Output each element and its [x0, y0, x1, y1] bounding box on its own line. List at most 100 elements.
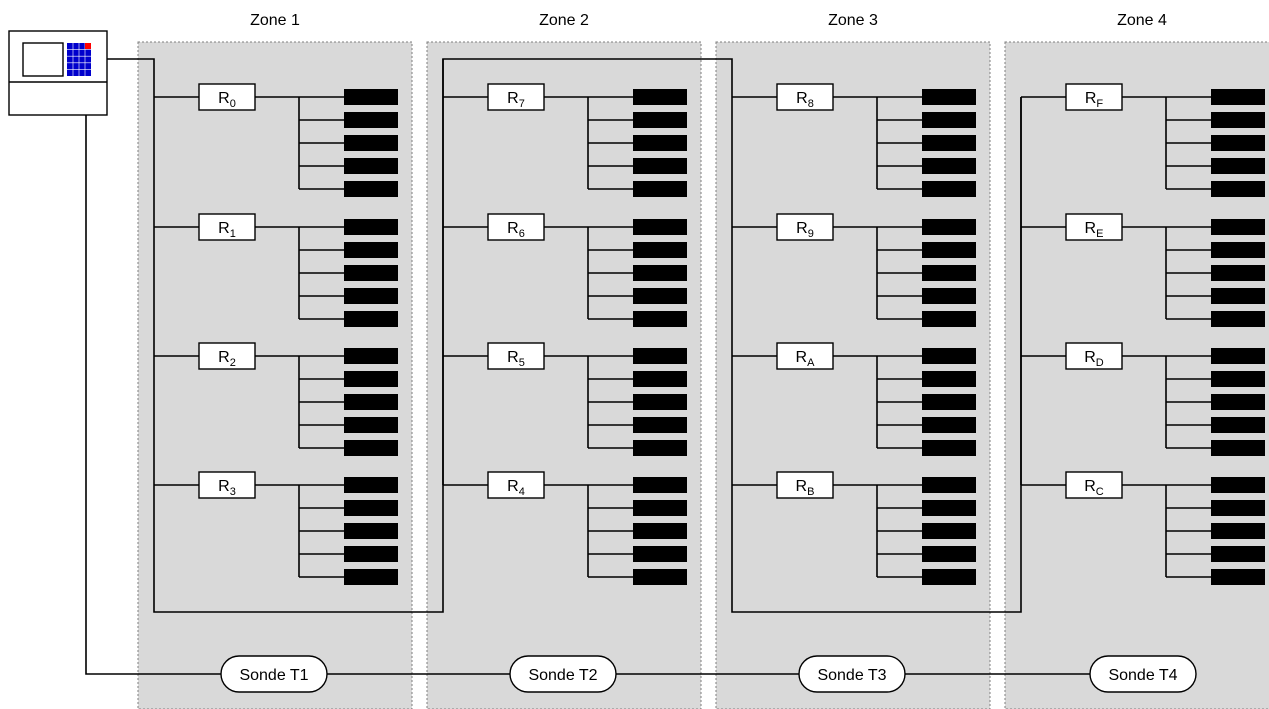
heater-element — [1211, 440, 1265, 456]
relay-subscript: B — [807, 486, 814, 498]
relay-box — [198, 471, 256, 499]
heater-element — [344, 181, 398, 197]
heater-element — [922, 417, 976, 433]
status-led — [85, 43, 91, 49]
heater-element — [633, 135, 687, 151]
heater-element — [344, 417, 398, 433]
heater-element — [922, 523, 976, 539]
heater-element — [344, 477, 398, 493]
heater-element — [633, 265, 687, 281]
heater-element — [1211, 569, 1265, 585]
heater-element — [344, 158, 398, 174]
heater-element — [922, 440, 976, 456]
probe-label: Sonde T2 — [528, 667, 597, 684]
heater-element — [344, 242, 398, 258]
heater-element — [922, 265, 976, 281]
heater-element — [344, 89, 398, 105]
relay-subscript: 5 — [519, 357, 525, 369]
heater-element — [1211, 348, 1265, 364]
heater-element — [922, 500, 976, 516]
heater-element — [1211, 135, 1265, 151]
heater-element — [344, 348, 398, 364]
heater-element — [1211, 477, 1265, 493]
heater-element — [922, 242, 976, 258]
zone-chain-wire — [731, 97, 1022, 613]
heater-element — [633, 371, 687, 387]
heater-element — [922, 158, 976, 174]
heater-element — [344, 569, 398, 585]
relay-subscript: 8 — [808, 98, 814, 110]
heater-element — [1211, 219, 1265, 235]
heater-element — [922, 348, 976, 364]
heater-element — [1211, 394, 1265, 410]
heater-element — [344, 500, 398, 516]
heater-element — [633, 500, 687, 516]
heater-element — [633, 89, 687, 105]
heater-element — [344, 135, 398, 151]
heater-element — [1211, 546, 1265, 562]
heater-element — [922, 112, 976, 128]
relay-subscript: 2 — [230, 357, 236, 369]
relay-box — [198, 342, 256, 370]
relay-subscript: 7 — [519, 98, 525, 110]
relay-subscript: C — [1096, 486, 1104, 498]
heater-element — [922, 569, 976, 585]
heater-element — [1211, 311, 1265, 327]
probe-box — [220, 655, 328, 693]
relay-subscript: 9 — [808, 228, 814, 240]
relay-box — [776, 471, 834, 499]
heater-element — [633, 311, 687, 327]
heater-element — [1211, 89, 1265, 105]
zone-label: Zone 2 — [539, 12, 589, 29]
heater-element — [633, 288, 687, 304]
heater-element — [633, 242, 687, 258]
heater-element — [633, 546, 687, 562]
heater-element — [1211, 371, 1265, 387]
heater-element — [922, 288, 976, 304]
heater-element — [1211, 265, 1265, 281]
controller-unit — [8, 30, 108, 116]
controller-screen — [22, 42, 64, 77]
heater-element — [922, 394, 976, 410]
probe-box — [1089, 655, 1197, 693]
heater-element — [1211, 500, 1265, 516]
relay-box — [1065, 83, 1123, 111]
relay-box — [198, 213, 256, 241]
heater-element — [633, 523, 687, 539]
relay-box — [776, 213, 834, 241]
heater-element — [922, 181, 976, 197]
heater-element — [344, 219, 398, 235]
probe-box — [798, 655, 906, 693]
relay-subscript: D — [1096, 357, 1104, 369]
probe-chain-wire — [85, 115, 221, 675]
heater-element — [344, 288, 398, 304]
heater-element — [1211, 523, 1265, 539]
probe-label: Sonde T1 — [239, 667, 308, 684]
heater-element — [344, 523, 398, 539]
relay-subscript: E — [1096, 228, 1103, 240]
heater-element — [633, 219, 687, 235]
relay-subscript: 6 — [519, 228, 525, 240]
relay-box — [1065, 471, 1123, 499]
heater-element — [344, 265, 398, 281]
heater-element — [633, 112, 687, 128]
heater-element — [922, 89, 976, 105]
zone-chain-wire — [153, 58, 733, 613]
relay-subscript: A — [807, 357, 815, 369]
relay-box — [776, 342, 834, 370]
heater-element — [922, 546, 976, 562]
heater-element — [922, 135, 976, 151]
heater-element — [922, 219, 976, 235]
relay-subscript: 0 — [230, 98, 236, 110]
heater-element — [344, 112, 398, 128]
heater-element — [344, 371, 398, 387]
relay-box — [776, 83, 834, 111]
heater-element — [344, 440, 398, 456]
heater-element — [344, 311, 398, 327]
heater-element — [344, 394, 398, 410]
heater-element — [922, 311, 976, 327]
heater-element — [1211, 417, 1265, 433]
relay-box — [487, 213, 545, 241]
heater-element — [1211, 288, 1265, 304]
